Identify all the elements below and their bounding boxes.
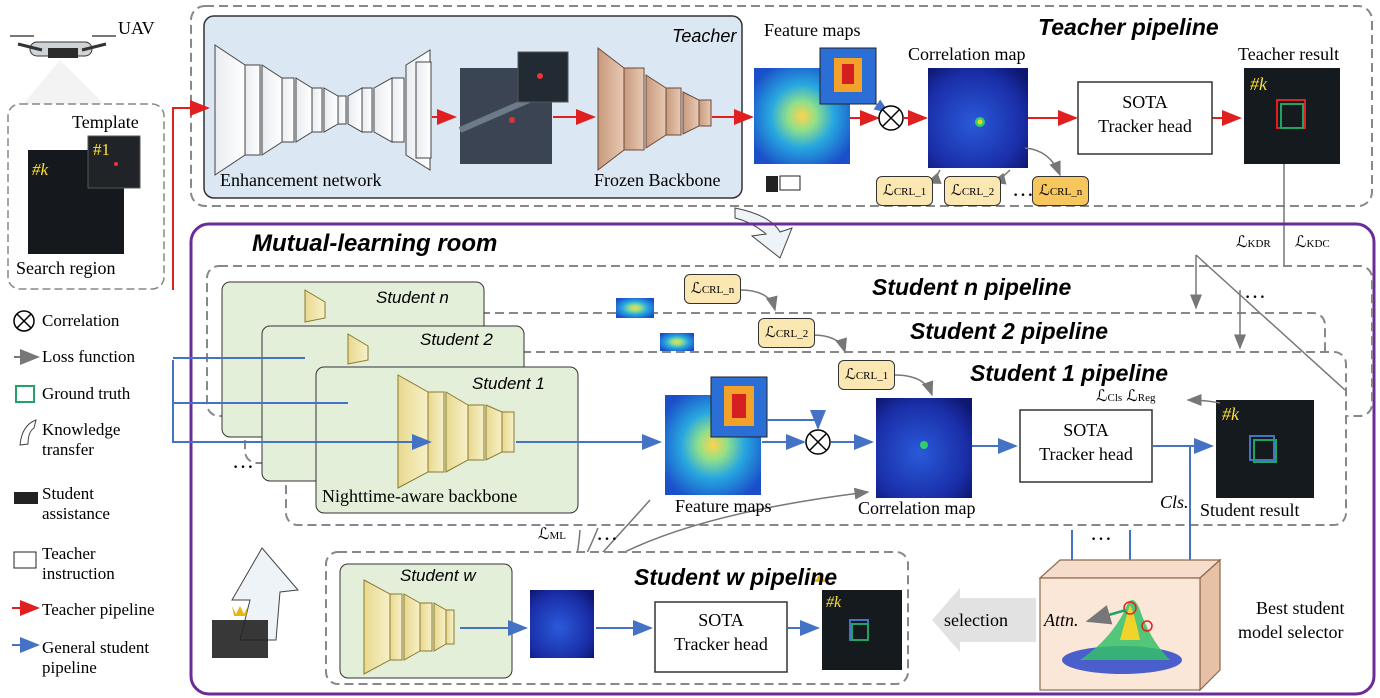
search-region-label: Search region	[16, 258, 116, 278]
frozen-backbone-layers	[597, 46, 712, 172]
teacher-result-label: Teacher result	[1238, 44, 1340, 64]
selector-label-2: model selector	[1238, 622, 1344, 642]
uav-icon	[10, 35, 116, 108]
teacher-correlation-map-label: Correlation map	[908, 44, 1026, 64]
crl-loss-n: ℒCRL_n	[1032, 176, 1090, 206]
teacher-result-frame: #k	[1250, 74, 1267, 94]
teacher-feature-maps-label: Feature maps	[764, 20, 861, 40]
legend-teacher-pipeline: Teacher pipeline	[42, 600, 155, 619]
attn-label: Attn.	[1044, 610, 1079, 630]
kdc-loss: ℒKDC	[1295, 234, 1330, 251]
crl-ellipsis: …	[1012, 176, 1034, 201]
cls-label: Cls.	[1160, 492, 1189, 512]
student-result-label: Student result	[1200, 500, 1300, 520]
selector-ellipsis: …	[1090, 520, 1112, 545]
legend-icons	[12, 310, 268, 658]
room-title: Mutual-learning room	[252, 230, 498, 257]
student-n-title: Student n pipeline	[872, 274, 1072, 300]
uav-label: UAV	[118, 18, 155, 38]
selection-arrow	[932, 588, 1036, 652]
student-w-box-label: Student w	[400, 566, 476, 585]
studentw-correlation-map	[530, 590, 594, 658]
template-frame-label: #1	[93, 140, 110, 159]
student-1-box-label: Student 1	[472, 374, 545, 393]
student1-correlation-map-label: Correlation map	[858, 498, 976, 518]
student-2-title: Student 2 pipeline	[910, 318, 1109, 344]
template-label: Template	[72, 112, 139, 132]
search-frame-label: #k	[32, 160, 49, 179]
legend-correlation: Correlation	[42, 311, 120, 330]
student1-feature-maps-label: Feature maps	[675, 496, 772, 516]
cls-reg-loss: ℒCls ℒReg	[1096, 388, 1156, 405]
knowledge-transfer-arrow	[734, 207, 793, 259]
legend-loss-function: Loss function	[42, 347, 136, 366]
crl-loss-2: ℒCRL_2	[944, 176, 1002, 206]
student-n-box-label: Student n	[376, 288, 449, 307]
kdr-loss: ℒKDR	[1236, 234, 1271, 251]
enhancement-network-layers	[214, 44, 432, 176]
student-2-crl-loss: ℒCRL_2	[758, 318, 816, 348]
student1-result-image	[1216, 400, 1314, 498]
selector-label-1: Best student	[1256, 598, 1345, 618]
student-w-title: Student w pipeline	[634, 564, 838, 590]
student-1-crl-loss: ℒCRL_1	[838, 360, 896, 390]
teacher-pipeline-title: Teacher pipeline	[1038, 14, 1219, 40]
student-1-title: Student 1 pipeline	[970, 360, 1169, 386]
ml-loss: ℒML	[538, 526, 567, 543]
student-n-crl-loss: ℒCRL_n	[684, 274, 742, 304]
teacher-box-label: Teacher	[672, 26, 737, 46]
student-2-box-label: Student 2	[420, 330, 493, 349]
frozen-backbone-label: Frozen Backbone	[594, 170, 721, 190]
template-image	[87, 135, 141, 189]
student-w-result-frame: #k	[826, 594, 842, 611]
students-ellipsis: …	[232, 448, 254, 473]
legend-ground-truth: Ground truth	[42, 384, 131, 403]
crl-loss-1: ℒCRL_1	[876, 176, 934, 206]
enhancement-network-label: Enhancement network	[220, 170, 382, 190]
kd-ellipsis: …	[1244, 278, 1266, 303]
student1-result-frame: #k	[1222, 404, 1239, 424]
teacher-result-image	[1244, 68, 1340, 164]
mutual-learning-room-frame	[189, 222, 1376, 696]
studentw-result-image	[822, 590, 902, 670]
nighttime-backbone-label: Nighttime-aware backbone	[322, 486, 518, 506]
ml-ellipsis: …	[596, 520, 618, 545]
selection-label: selection	[944, 610, 1008, 630]
